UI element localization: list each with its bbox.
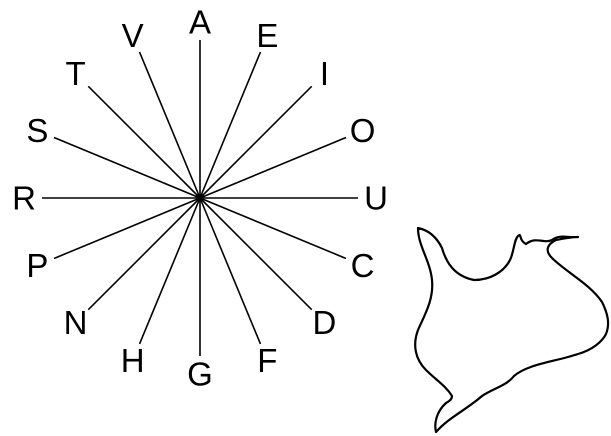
letter-label-c: C [351,247,375,284]
letter-label-p: P [26,247,48,284]
spoke-line [88,198,200,310]
letter-label-g: G [187,356,213,393]
letter-label-n: N [64,304,88,341]
letter-label-r: R [12,180,36,217]
letter-label-s: S [26,112,48,149]
letter-label-e: E [256,17,278,54]
letter-label-d: D [313,304,337,341]
letter-label-i: I [320,55,329,92]
letter-label-f: F [257,342,277,379]
spoke-line [200,198,312,310]
wheel-hub [197,195,203,201]
letter-label-o: O [350,112,376,149]
letter-label-a: A [189,4,211,41]
letter-label-u: U [364,180,388,217]
spoke-line [88,86,200,198]
letter-label-v: V [122,17,144,54]
letter-label-h: H [121,342,145,379]
letter-label-t: T [65,55,85,92]
dove-icon [415,228,608,432]
spoke-line [200,86,312,198]
